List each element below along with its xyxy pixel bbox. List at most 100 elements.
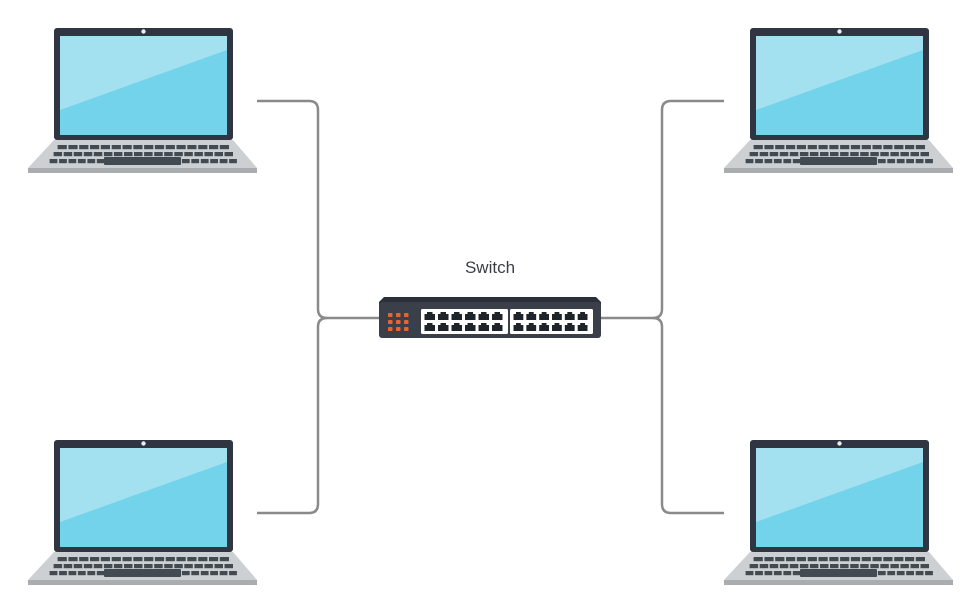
keyboard-key (200, 571, 209, 576)
keyboard-key (49, 159, 58, 164)
keyboard-key (850, 145, 861, 150)
keyboard-key (809, 564, 819, 569)
keyboard-key (759, 564, 769, 569)
keyboard-key (915, 571, 924, 576)
keyboard-key (57, 145, 67, 150)
switch-port (539, 323, 549, 331)
trackpad (800, 569, 877, 577)
keyboard-key (792, 159, 801, 164)
screen-reflection (756, 36, 923, 110)
keyboard-key (779, 152, 789, 157)
keyboard-key (79, 557, 89, 562)
keyboard-key (830, 564, 839, 569)
keyboard-key (872, 145, 882, 150)
laptop-base-edge (724, 580, 953, 585)
keyboard-key (786, 145, 796, 150)
keyboard-key (775, 557, 785, 562)
laptop (28, 28, 257, 173)
keyboard-key (755, 571, 763, 576)
switch-port (438, 312, 449, 320)
switch-port (438, 323, 449, 331)
keyboard-key (194, 152, 203, 157)
keyboard-key (90, 145, 100, 150)
keyboard-key (915, 145, 925, 150)
keyboard-key (63, 152, 73, 157)
keyboard-key (799, 564, 809, 569)
keyboard-key (840, 557, 850, 562)
keyboard-key (894, 145, 904, 150)
keyboard-key (896, 159, 905, 164)
keyboard-key (229, 159, 237, 164)
keyboard-key (53, 564, 63, 569)
switch-port (424, 323, 435, 331)
switch-port (492, 312, 503, 320)
keyboard-key (840, 145, 850, 150)
keyboard-key (96, 571, 105, 576)
laptop-base-edge (724, 168, 953, 173)
keyboard-key (187, 145, 197, 150)
keyboard-key (111, 557, 121, 562)
keyboard-key (209, 557, 219, 562)
keyboard-key (818, 145, 828, 150)
switch-label: Switch (464, 258, 516, 277)
switch-port (465, 323, 476, 331)
switch-port (478, 312, 489, 320)
keyboard-key (779, 564, 789, 569)
keyboard-key (829, 145, 839, 150)
switch-port (492, 323, 503, 331)
keyboard-key (792, 571, 801, 576)
keyboard-key (840, 564, 849, 569)
keyboard-key (219, 557, 229, 562)
status-led (396, 320, 401, 324)
keyboard-key (204, 564, 213, 569)
keyboard-key (68, 159, 77, 164)
keyboard-key (830, 152, 839, 157)
keyboard-key (87, 159, 96, 164)
network-link (652, 316, 724, 515)
keyboard-key (796, 145, 806, 150)
keyboard-key (900, 152, 909, 157)
keyboard-key (210, 571, 218, 576)
keyboard-key (214, 564, 223, 569)
keyboard-key (93, 152, 103, 157)
switch-port (526, 312, 537, 320)
keyboard-key (176, 145, 186, 150)
keyboard-key (194, 564, 203, 569)
keyboard-key (59, 159, 67, 164)
switch-port (513, 312, 524, 320)
keyboard-key (880, 564, 889, 569)
keyboard-key (124, 152, 133, 157)
keyboard-key (861, 145, 871, 150)
keyboard-key (905, 145, 915, 150)
keyboard-key (850, 564, 859, 569)
keyboard-key (915, 557, 925, 562)
keyboard-key (176, 557, 186, 562)
keyboard-key (83, 152, 93, 157)
keyboard-key (872, 557, 882, 562)
keyboard-key (905, 557, 915, 562)
keyboard-key (890, 564, 899, 569)
keyboard-key (100, 557, 110, 562)
camera-icon (141, 29, 146, 34)
laptop (724, 440, 953, 585)
keyboard-key (144, 152, 153, 157)
keyboard-key (144, 145, 154, 150)
keyboard-key (850, 557, 861, 562)
keyboard-key (103, 564, 113, 569)
laptop (724, 28, 953, 173)
keyboard-key (134, 564, 143, 569)
keyboard-key (883, 557, 893, 562)
keyboard-key (200, 159, 209, 164)
keyboard-key (910, 564, 919, 569)
keyboard-key (134, 152, 143, 157)
keyboard-key (184, 564, 193, 569)
keyboard-key (820, 564, 829, 569)
keyboard-key (877, 571, 886, 576)
keyboard-key (764, 159, 773, 164)
keyboard-key (906, 159, 914, 164)
keyboard-key (910, 152, 919, 157)
switch-port (424, 312, 435, 320)
switch-port (577, 323, 588, 331)
camera-icon (141, 441, 146, 446)
keyboard-key (111, 145, 121, 150)
